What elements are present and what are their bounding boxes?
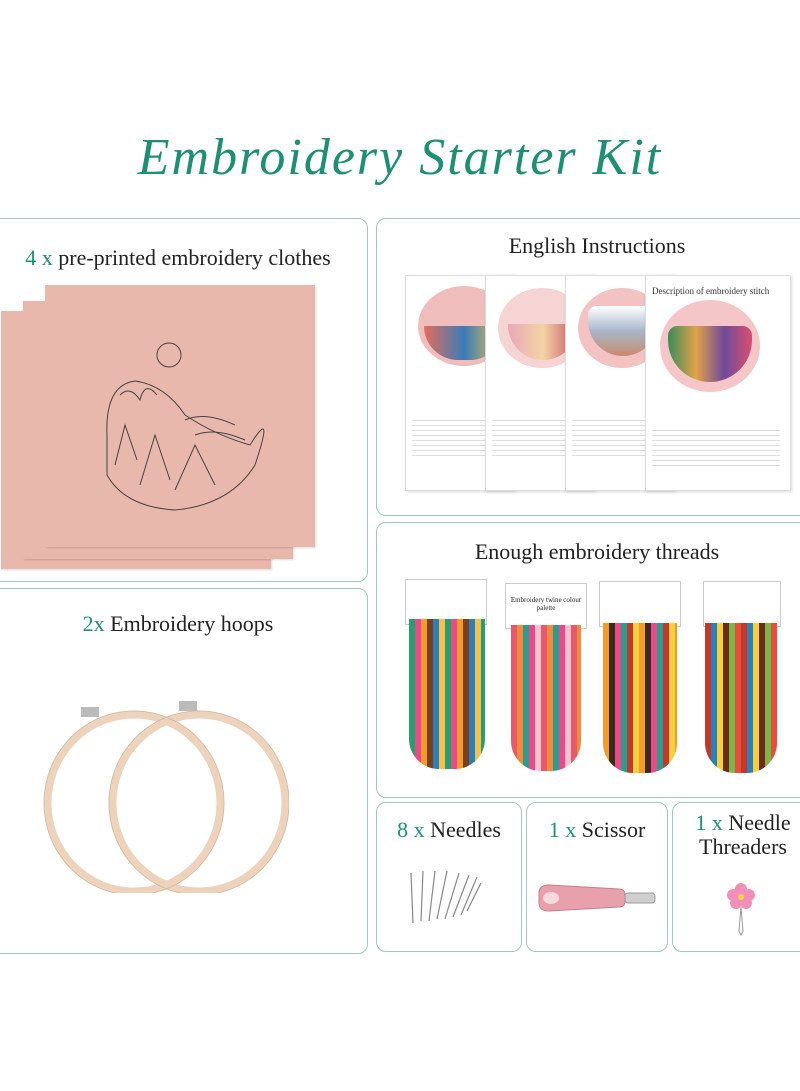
needle-threader-icon	[727, 883, 755, 937]
needles-panel-title: 8 x Needles	[377, 817, 521, 843]
instructions-panel: English Instructions Description of embr…	[376, 218, 800, 516]
thread-card-label: Embroidery twine colour palette	[510, 596, 582, 612]
hoops-panel-title: 2x Embroidery hoops	[0, 611, 367, 637]
threads-panel-title: Enough embroidery threads	[474, 539, 720, 564]
scissor-qty: 1 x	[548, 817, 577, 842]
threaders-panel: 1 x Needle Threaders	[672, 802, 800, 952]
threaders-panel-title: 1 x Needle Threaders	[673, 811, 800, 859]
instructions-panel-title: English Instructions	[508, 233, 686, 258]
scissor-panel: 1 x Scissor	[526, 802, 668, 952]
mountain-pattern-icon	[106, 342, 265, 511]
hoops-panel: 2x Embroidery hoops	[0, 588, 368, 954]
scissor-panel-title: 1 x Scissor	[527, 817, 667, 843]
scissor-icon	[538, 884, 656, 912]
thread-bundle-3	[599, 581, 685, 781]
threaders-label: Needle	[728, 810, 791, 835]
threaders-label-2: Threaders	[699, 834, 787, 859]
needles-qty: 8 x	[397, 817, 425, 842]
threaders-qty: 1 x	[695, 810, 723, 835]
needles-panel: 8 x Needles	[376, 802, 522, 952]
fabric-sheet-1	[45, 285, 315, 547]
instruction-page-4: Description of embroidery stitch	[645, 275, 791, 491]
clothes-panel-title: 4 x pre-printed embroidery clothes	[0, 245, 367, 271]
thread-bundle-2: Embroidery twine colour palette	[505, 583, 589, 779]
clothes-qty: 4 x	[25, 245, 53, 270]
page-title: Embroidery Starter Kit	[137, 129, 663, 186]
thread-bundle-1	[405, 579, 495, 779]
embroidery-hoops-icon	[43, 701, 289, 893]
needles-icon	[410, 870, 482, 924]
page-heading: Description of embroidery stitch	[652, 286, 770, 296]
hoops-label: Embroidery hoops	[110, 611, 274, 636]
threads-panel: Enough embroidery threads Embroidery twi…	[376, 522, 800, 798]
thread-bundle-4	[703, 581, 787, 781]
clothes-panel: 4 x pre-printed embroidery clothes	[0, 218, 368, 582]
scissor-label: Scissor	[581, 817, 646, 842]
needles-label: Needles	[430, 817, 501, 842]
clothes-label: pre-printed embroidery clothes	[58, 245, 331, 270]
hoops-qty: 2x	[82, 611, 105, 636]
